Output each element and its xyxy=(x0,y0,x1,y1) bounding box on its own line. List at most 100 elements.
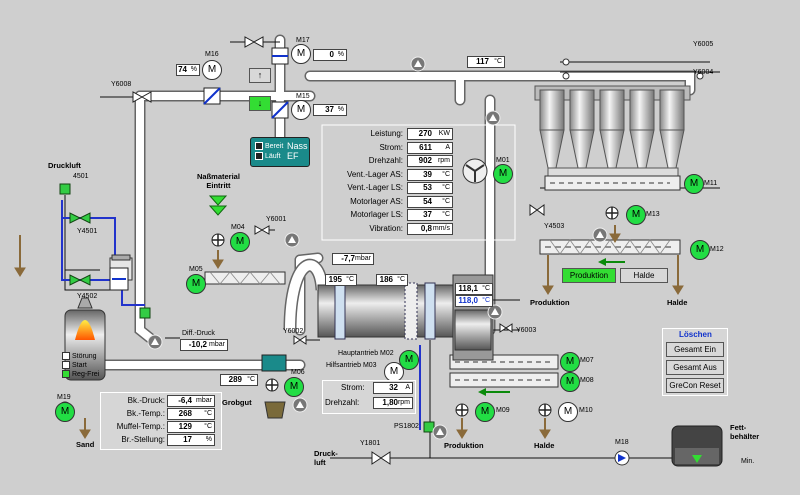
fan-row-value: 270 xyxy=(418,129,432,138)
grecon-reset-button[interactable]: GreCon Reset xyxy=(666,378,724,393)
gesamt-ein-button[interactable]: Gesamt Ein xyxy=(666,342,724,357)
burner-row-label: Br.-Stellung: xyxy=(121,435,165,444)
y6002-label: Y6002 xyxy=(283,328,304,335)
damper-down-button[interactable]: ↓ xyxy=(249,96,271,111)
fan-row-label: Vent.-Lager LS: xyxy=(347,183,403,192)
halde2-label: Halde xyxy=(534,441,555,450)
burner-row-value: -6,4 xyxy=(178,396,192,405)
drum-temp-in-unit: °C xyxy=(346,276,354,283)
motor-m19-icon[interactable]: M xyxy=(55,402,75,422)
halde-button[interactable]: Halde xyxy=(620,268,668,283)
motor-m01-icon[interactable]: M xyxy=(493,164,513,184)
fan-row-unit: A xyxy=(445,143,450,151)
status-reg-frei-label: Reg-Frei xyxy=(72,370,100,378)
m11-label: M11 xyxy=(704,180,718,187)
motor-m16-icon[interactable]: M xyxy=(202,60,222,80)
burner-row-unit: mbar xyxy=(196,397,212,404)
motor-m09-icon[interactable]: M xyxy=(475,402,495,422)
produktion-button[interactable]: Produktion xyxy=(562,268,616,283)
motor-m13-icon[interactable]: M xyxy=(626,205,646,225)
motor-m06-icon[interactable]: M xyxy=(284,377,304,397)
m16-label: M16 xyxy=(205,51,219,58)
fan-row-unit: mm/s xyxy=(432,224,450,232)
min-label: Min. xyxy=(741,458,755,465)
duct-temp-box: 117°C xyxy=(467,56,505,68)
drive-drehzahl-unit: rpm xyxy=(397,399,410,406)
motor-m05-icon[interactable]: M xyxy=(186,274,206,294)
motor-m04-icon[interactable]: M xyxy=(230,232,250,252)
gesamt-aus-button[interactable]: Gesamt Aus xyxy=(666,360,724,375)
status-start-label: Start xyxy=(72,361,87,369)
duct-temp-value: 117 xyxy=(476,57,489,66)
nass-bereit-label: Bereit xyxy=(265,142,284,150)
motor-m17-icon[interactable]: M xyxy=(291,44,311,64)
nass-material-label: Naßmaterial Eintritt xyxy=(197,172,240,190)
fan-row-label: Motorlager LS: xyxy=(350,210,403,219)
m15-percent-unit: % xyxy=(337,106,344,113)
fan-row-value: 0,8 xyxy=(420,223,432,233)
m17-label: M17 xyxy=(296,37,310,44)
nass-ef-panel[interactable]: Bereit Läuft Nass EF xyxy=(250,137,310,167)
motor-m15-icon[interactable]: M xyxy=(291,100,311,120)
drum-temp-mid-box: 186°C xyxy=(376,274,408,286)
temp-289-unit: °C xyxy=(247,376,255,383)
burner-row-unit: °C xyxy=(204,423,212,430)
burner-row-unit: °C xyxy=(204,410,212,417)
fan-row-unit: °C xyxy=(442,197,450,205)
motor-m12-icon[interactable]: M xyxy=(690,240,710,260)
burner-row-value-box: 17% xyxy=(167,434,215,446)
burner-row-value-box: -6,4 mbar xyxy=(167,395,215,407)
status-stoerung-label: Störung xyxy=(72,352,97,360)
motor-m10-icon[interactable]: M xyxy=(558,402,578,422)
drum-temp-out2-value: 118,0 xyxy=(458,296,478,305)
sand-label: Sand xyxy=(76,440,95,449)
halde-label: Halde xyxy=(667,298,688,307)
drum-temp-out1-value: 118,1 xyxy=(458,284,478,293)
diff-druck-unit: mbar xyxy=(209,341,225,348)
burner-row-value: 268 xyxy=(178,409,192,418)
m19-label: M19 xyxy=(57,394,71,401)
motor-m11-icon[interactable]: M xyxy=(684,174,704,194)
nass-ef-title: Nass EF xyxy=(287,141,308,161)
fan-row-unit: rpm xyxy=(437,157,450,164)
m16-percent-unit: % xyxy=(190,66,197,73)
fan-row-unit: °C xyxy=(442,170,450,178)
drum-temp-out1-box: 118,1°C xyxy=(455,283,493,295)
drum-temp-out2-unit: °C xyxy=(482,297,490,304)
motor-m02-icon[interactable]: M xyxy=(399,350,419,370)
m10-label: M10 xyxy=(579,407,593,414)
burner-row-label: Bk.-Temp.: xyxy=(126,409,165,418)
fan-row-unit: °C xyxy=(442,211,450,218)
grobgut-label: Grobgut xyxy=(222,398,252,407)
fan-row-label: Drehzahl: xyxy=(368,156,403,165)
fan-row-value-box: 53°C xyxy=(407,182,453,194)
damper-up-button[interactable]: ↑ xyxy=(249,68,271,83)
m16-percent-box: 74% xyxy=(176,64,200,76)
y4501-label: Y4501 xyxy=(77,228,98,235)
burner-row-value-box: 268 °C xyxy=(167,408,215,420)
produktion2-label: Produktion xyxy=(444,441,484,450)
m05-label: M05 xyxy=(189,266,203,273)
fettbehaelter-label: Fett- behälter xyxy=(730,423,760,441)
y4503-label: Y4503 xyxy=(544,223,565,230)
fan-row-value: 53 xyxy=(423,183,432,192)
drum-temp-out2-box: 118,0 °C xyxy=(455,295,493,307)
motor-m07-icon[interactable]: M xyxy=(560,352,580,372)
m01-label: M01 xyxy=(496,157,510,164)
motor-m08-icon[interactable]: M xyxy=(560,372,580,392)
status-start-row: Start xyxy=(62,361,87,369)
nass-lauf-row: Läuft xyxy=(255,152,281,160)
drum-temp-in-value: 195 xyxy=(328,275,342,284)
motor-m03-icon[interactable]: M xyxy=(384,362,404,382)
drum-pressure-unit: mbar xyxy=(355,255,371,262)
drum-temp-mid-value: 186 xyxy=(379,275,393,284)
valve-4501-label: 4501 xyxy=(73,173,89,180)
